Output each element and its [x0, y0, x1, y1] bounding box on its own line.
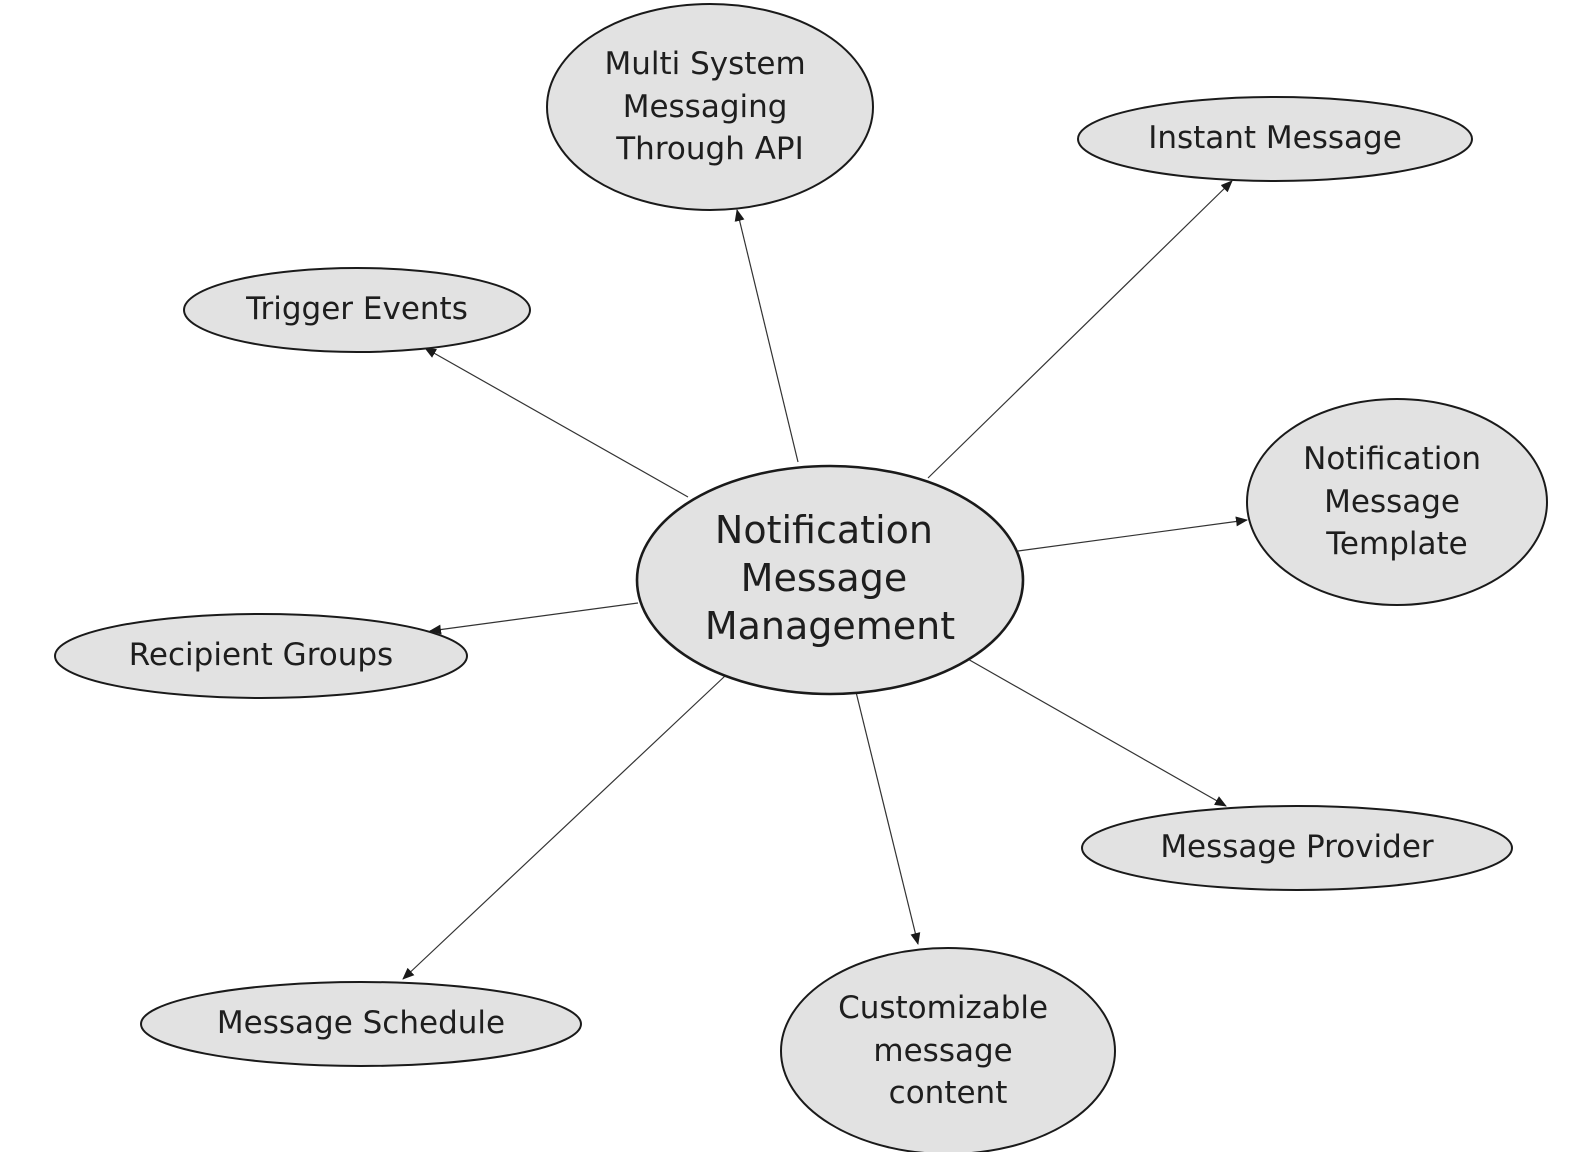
label-line: content — [889, 1075, 1008, 1111]
node-label: Message Schedule — [217, 1005, 505, 1041]
label-line: message — [873, 1033, 1012, 1069]
node-label: Multi System Messaging Through API — [604, 46, 815, 167]
arrow-to-notification-message-template — [1017, 516, 1248, 552]
label-line: Template — [1325, 526, 1467, 562]
connectors — [402, 180, 1248, 980]
label-line: Message Schedule — [217, 1005, 505, 1041]
arrow-to-trigger-events — [424, 347, 689, 498]
node-message-schedule: Message Schedule — [140, 981, 582, 1067]
arrow-to-instant-message — [927, 180, 1233, 479]
node-label: Message Provider — [1160, 829, 1434, 865]
node-notification-message-template: Notification Message Template — [1246, 398, 1548, 606]
node-label: Trigger Events — [245, 291, 468, 327]
label-line: Customizable — [838, 990, 1048, 1026]
label-line: Through API — [615, 131, 803, 167]
node-customizable-message-content: Customizable message content — [780, 947, 1116, 1152]
node-ellipse — [54, 613, 468, 699]
arrow-to-customizable-message-content — [855, 691, 921, 945]
arrow-to-message-schedule — [402, 675, 726, 980]
node-recipient-groups: Recipient Groups — [54, 613, 468, 699]
node-label: Notification Message Template — [1303, 441, 1491, 562]
node-label: Recipient Groups — [129, 637, 393, 673]
label-line: Message Provider — [1160, 829, 1434, 865]
node-ellipse — [1077, 96, 1473, 182]
arrow-to-recipient-groups — [429, 602, 639, 635]
label-line: Instant Message — [1148, 120, 1402, 156]
node-label: Customizable message content — [838, 990, 1058, 1111]
label-line: Message — [741, 556, 908, 600]
label-line: Trigger Events — [245, 291, 468, 327]
label-line: Management — [705, 604, 955, 648]
node-center-notification-message-management: Notification Message Management — [635, 464, 1025, 696]
node-ellipse — [140, 981, 582, 1067]
node-multi-system-messaging: Multi System Messaging Through API — [546, 3, 874, 211]
node-ellipse — [1081, 805, 1513, 891]
label-line: Notification — [715, 508, 933, 552]
label-line: Recipient Groups — [129, 637, 393, 673]
center-ellipse — [635, 464, 1025, 696]
node-ellipse — [546, 3, 874, 211]
label-line: Multi System — [604, 46, 805, 82]
node-label: Instant Message — [1148, 120, 1402, 156]
node-ellipse — [780, 947, 1116, 1152]
center-label: Notification Message Management — [705, 508, 955, 648]
arrow-to-message-provider — [965, 657, 1227, 807]
node-instant-message: Instant Message — [1077, 96, 1473, 182]
arrow-to-multi-system-messaging — [734, 209, 799, 463]
node-message-provider: Message Provider — [1081, 805, 1513, 891]
label-line: Notification — [1303, 441, 1481, 477]
node-ellipse — [183, 267, 531, 353]
label-line: Message — [1324, 484, 1460, 520]
node-ellipse — [1246, 398, 1548, 606]
label-line: Messaging — [623, 89, 788, 125]
node-trigger-events: Trigger Events — [183, 267, 531, 353]
